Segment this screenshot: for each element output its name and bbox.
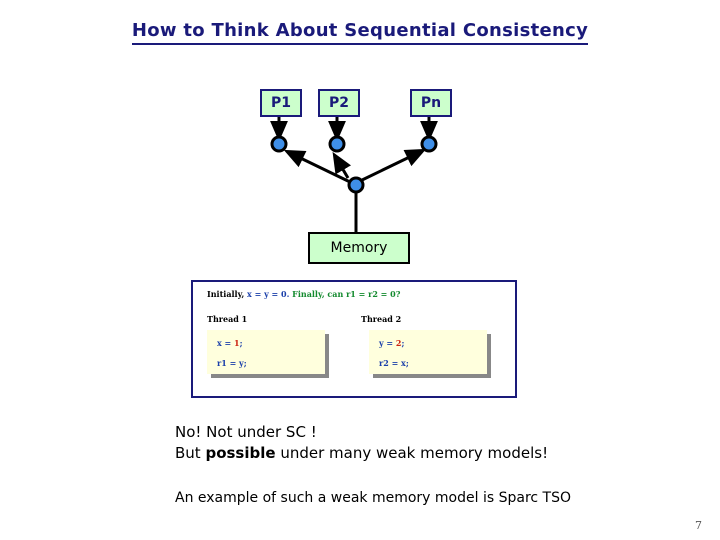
setup-query-text: Finally, can r1 = r2 = 0? (292, 289, 401, 299)
answer-line-2-emphasis: possible (205, 444, 276, 462)
processor-box-p1: P1 (260, 89, 302, 117)
setup-vars-text: x = y = 0. (247, 289, 293, 299)
code-box-thread-1: x = 1; r1 = y; (207, 330, 325, 374)
code-line-t1-1-value: 1 (234, 338, 240, 348)
code-line-t1-2: r1 = y; (217, 358, 247, 368)
example-line: An example of such a weak memory model i… (175, 490, 571, 506)
answer-line-2: But possible under many weak memory mode… (175, 443, 548, 464)
code-line-t1-1-prefix: x = (217, 338, 235, 348)
memory-box: Memory (308, 232, 410, 264)
code-line-t1-1: x = 1; (217, 338, 243, 348)
code-box-thread-2: y = 2; r2 = x; (369, 330, 487, 374)
code-line-t1-1-suffix: ; (239, 338, 243, 348)
code-line-t1-2-suffix: ; (243, 358, 247, 368)
node-pn (420, 135, 438, 153)
code-line-t2-1-suffix: ; (401, 338, 405, 348)
processor-label-p1: P1 (270, 95, 291, 111)
processor-box-p2: P2 (318, 89, 360, 117)
node-p2 (328, 135, 346, 153)
code-line-t2-2-prefix: r2 = x (379, 358, 406, 368)
thread-label-1: Thread 1 (207, 314, 248, 324)
page-title-text: How to Think About Sequential Consistenc… (131, 20, 589, 45)
edge-hub-to-p1 (283, 149, 351, 184)
code-line-t2-1-value: 2 (395, 338, 402, 348)
answer-line-2-suffix: under many weak memory models! (275, 444, 549, 462)
code-example-panel: Initially, x = y = 0. Finally, can r1 = … (191, 280, 517, 398)
edge-hub-to-p2 (332, 151, 351, 179)
code-line-t1-2-prefix: r1 = y (217, 358, 244, 368)
setup-line: Initially, x = y = 0. Finally, can r1 = … (207, 289, 400, 299)
edge-hub-to-pn (359, 148, 427, 183)
thread-label-2: Thread 2 (361, 314, 402, 324)
code-line-t2-1-prefix: y = (379, 338, 396, 348)
thread-column-2: Thread 2 y = 2; r2 = x; (361, 314, 487, 374)
processor-box-pn: Pn (410, 89, 452, 117)
setup-initially-text: Initially, (207, 289, 248, 299)
processor-label-pn: Pn (420, 95, 442, 111)
code-line-t2-2: r2 = x; (379, 358, 409, 368)
node-memory-hub (347, 176, 365, 194)
thread-column-1: Thread 1 x = 1; r1 = y; (207, 314, 333, 374)
answer-block: No! Not under SC ! But possible under ma… (175, 422, 548, 464)
answer-line-1: No! Not under SC ! (175, 423, 317, 441)
code-line-t2-2-suffix: ; (405, 358, 409, 368)
code-line-t2-1: y = 2; (379, 338, 404, 348)
page-title: How to Think About Sequential Consistenc… (0, 20, 720, 45)
diagram-edges (270, 113, 438, 234)
processor-label-p2: P2 (328, 95, 349, 111)
node-p1 (270, 135, 288, 153)
sc-memory-diagram: P1 P2 Pn Memory (230, 78, 500, 278)
answer-line-2-prefix: But (175, 444, 206, 462)
memory-label: Memory (330, 240, 388, 256)
page-number: 7 (695, 519, 702, 532)
